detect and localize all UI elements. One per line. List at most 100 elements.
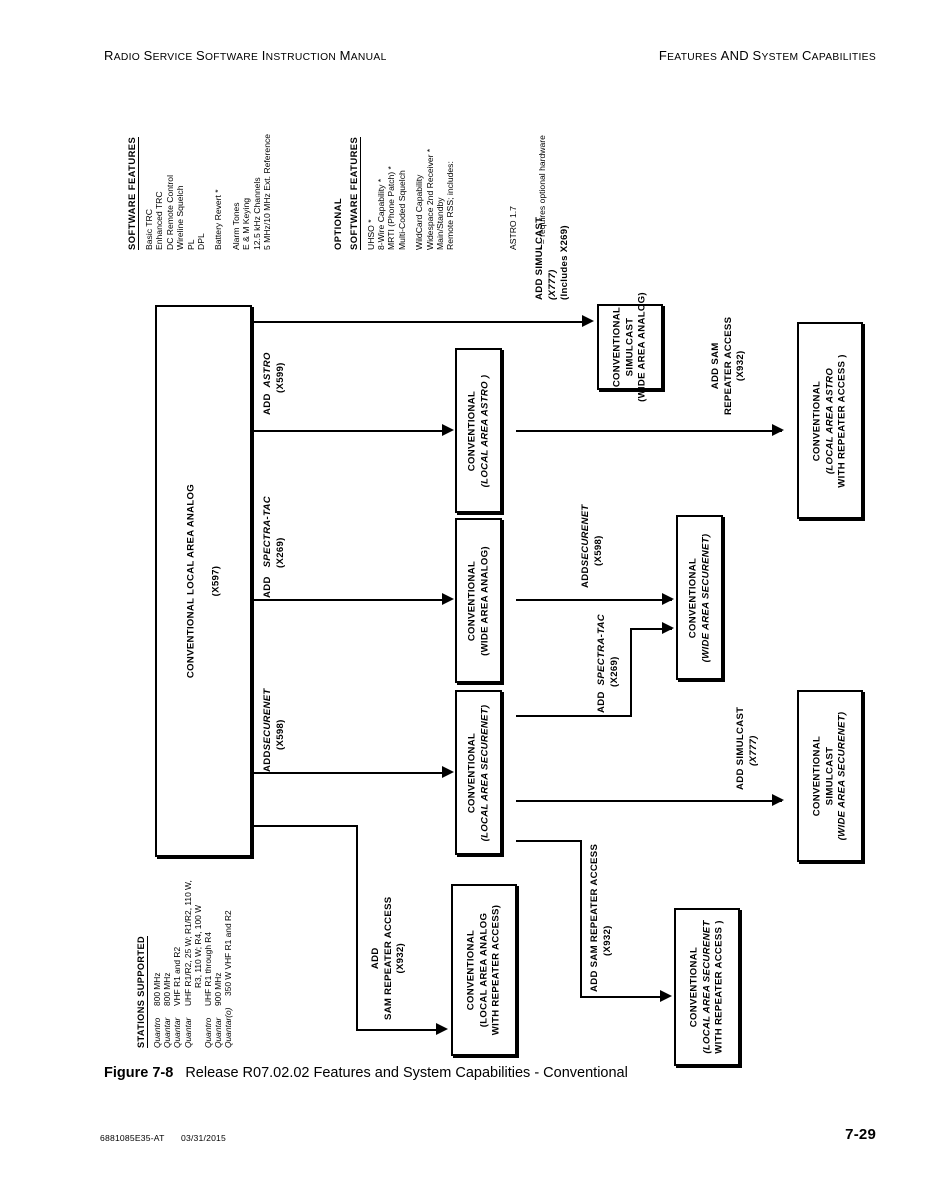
node-conventional-local-area-securenet-with-repeater-access[interactable]: CONVENTIONAL (LOCAL AREA SECURENET WITH … xyxy=(674,908,740,1066)
stations-supported-list: STATIONS SUPPORTED Quantro800 MHz Quanta… xyxy=(131,880,234,1048)
software-feature-item: Wireline Squelch xyxy=(175,185,186,250)
edge-line xyxy=(356,825,358,1031)
edge-line xyxy=(252,825,358,827)
stations-supported-title: STATIONS SUPPORTED xyxy=(136,935,148,1048)
footer-left: 6881085E35-AT 03/31/2015 xyxy=(100,1133,226,1143)
software-feature-item: 12.5 kHz Channels xyxy=(251,177,262,250)
station-desc: UHF R1 through R4 xyxy=(203,931,214,1006)
optional-feature-item: 8-Wire Capability * xyxy=(376,178,386,250)
node-label: CONVENTIONAL (LOCAL AREA SECURENET) xyxy=(466,704,490,841)
software-features-list: SOFTWARE FEATURES Basic TRC Enhanced TRC… xyxy=(122,134,272,250)
running-head-right: FEATURES AND SYSTEM CAPABILITIES Feature… xyxy=(658,48,876,63)
station-desc: 800 MHz xyxy=(152,972,162,1006)
station-desc: 900 MHz xyxy=(213,972,224,1006)
station-model: Quantar xyxy=(172,1017,183,1048)
edge-line xyxy=(516,800,782,802)
edge-label-add-simulcast-securenet: ADD SIMULCAST (X777) xyxy=(735,706,759,790)
software-feature-item: DC Remote Control xyxy=(164,175,175,250)
optional-feature-subitem: ASTRO 1.7 xyxy=(508,206,518,250)
edge-line xyxy=(516,599,672,601)
station-model: Quantar xyxy=(213,1017,224,1048)
node-conventional-simulcast-wide-area-analog[interactable]: CONVENTIONAL SIMULCAST (WIDE AREA ANALOG… xyxy=(597,292,663,402)
figure-caption-text: Release R07.02.02 Features and System Ca… xyxy=(185,1065,628,1081)
edge-line xyxy=(252,772,442,774)
software-feature-item: Alarm Tones xyxy=(230,202,241,250)
station-desc: 350 W VHF R1 and R2 xyxy=(223,910,234,996)
station-model: Quantar xyxy=(162,1017,173,1048)
optional-feature-item: Multi-Coded Squelch xyxy=(396,170,407,250)
optional-features-title-line1: OPTIONAL xyxy=(332,197,343,250)
edge-arrow xyxy=(442,424,454,436)
optional-feature-item: UHSO * xyxy=(365,219,376,250)
edge-line xyxy=(580,996,668,998)
node-conventional-local-area-astro-with-repeater-access[interactable]: CONVENTIONAL (LOCAL AREA ASTRO WITH REPE… xyxy=(797,322,863,519)
node-label: CONVENTIONAL (WIDE AREA ANALOG) xyxy=(466,545,490,656)
document-number: 6881085E35-AT xyxy=(100,1133,165,1143)
node-label: CONVENTIONAL (LOCAL AREA ASTRO ) xyxy=(466,374,490,487)
node-conventional-simulcast-wide-area-securenet[interactable]: CONVENTIONAL SIMULCAST (WIDE AREA SECURE… xyxy=(797,690,863,862)
edge-label-add-securenet-left: ADDSECURENET (X598) ADD SECURENET xyxy=(262,688,286,772)
software-feature-item: Battery Revert * xyxy=(213,189,224,250)
edge-arrow xyxy=(662,622,674,634)
edge-line xyxy=(252,599,442,601)
station-item: R3, 110 W; R4, 100 W xyxy=(193,880,203,1048)
edge-line xyxy=(516,715,632,717)
edge-arrow xyxy=(772,794,784,806)
node-conventional-wide-area-securenet[interactable]: CONVENTIONAL (WIDE AREA SECURENET) xyxy=(676,515,723,680)
node-label: CONVENTIONAL (LOCAL AREA ASTRO WITH REPE… xyxy=(811,353,848,488)
node-conventional-local-area-analog[interactable]: CONVENTIONAL LOCAL AREA ANALOG (X597) xyxy=(155,305,252,857)
node-label: CONVENTIONAL SIMULCAST (WIDE AREA SECURE… xyxy=(811,711,848,841)
edge-arrow xyxy=(442,593,454,605)
optional-software-features-list: OPTIONAL SOFTWARE FEATURES UHSO * 8-Wire… xyxy=(332,136,456,250)
optional-feature-item: Remote RSS; includes: xyxy=(445,161,456,250)
software-feature-item: 5 MHz/10 MHz Ext. Reference xyxy=(262,133,273,250)
optional-feature-item: WildCard Capability xyxy=(414,174,425,250)
node-label: CONVENTIONAL SIMULCAST (WIDE AREA ANALOG… xyxy=(611,292,648,402)
software-features-title: SOFTWARE FEATURES xyxy=(126,136,139,250)
edge-line xyxy=(630,628,672,630)
edge-label-add-sam-repeater-analog: ADD SAM REPEATER ACCESS (X932) xyxy=(370,896,407,1020)
edge-arrow xyxy=(660,990,672,1002)
edge-line xyxy=(252,430,442,432)
station-desc: R3, 110 W; R4, 100 W xyxy=(192,904,203,988)
software-feature-item: E & M Keying xyxy=(241,197,252,250)
optional-feature-item: Widespace 2nd Receiver * xyxy=(424,148,435,250)
edge-line xyxy=(252,321,582,323)
station-desc: UHF R1/R2, 25 W; R1/R2, 110 W, xyxy=(182,880,193,1006)
station-desc: 800 MHz xyxy=(162,972,173,1006)
station-item: QuantarVHF R1 and R2 xyxy=(172,880,182,1048)
software-feature-item: Enhanced TRC xyxy=(154,191,165,250)
edge-arrow xyxy=(772,424,784,436)
node-conventional-local-area-analog-with-repeater-access[interactable]: CONVENTIONAL (LOCAL AREA ANALOG WITH REP… xyxy=(451,884,517,1056)
edge-label-add-spectra-tac-top: ADD SPECTRA-TAC (X269) ADD SPECTRA-TAC xyxy=(262,496,286,598)
figure-label: Figure 7-8 xyxy=(104,1065,174,1081)
optional-features-title-line2: SOFTWARE FEATURES xyxy=(347,136,361,250)
node-label: CONVENTIONAL (LOCAL AREA SECURENET WITH … xyxy=(688,920,725,1054)
edge-label-add-securenet-mid: ADDSECURENET (X598) ADD SECURENET xyxy=(580,504,604,588)
node-label: CONVENTIONAL LOCAL AREA ANALOG (X597) xyxy=(184,483,221,679)
software-feature-item: Basic TRC xyxy=(144,209,154,250)
edge-line xyxy=(516,840,582,842)
edge-arrow xyxy=(436,1023,448,1035)
running-head-left: RADIO SERVICE SOFTWARE INSTRUCTION MANUA… xyxy=(104,48,387,63)
edge-line xyxy=(630,629,632,717)
edge-label-add-spectra-tac-mid: ADD SPECTRA-TAC (X269) ADD SPECTRA-TAC xyxy=(596,614,620,713)
edge-arrow xyxy=(442,766,454,778)
edge-line xyxy=(356,1029,444,1031)
edge-label-add-sam-repeater-astro: ADD SAM REPEATER ACCESS (X932) xyxy=(710,316,747,415)
node-conventional-local-area-astro[interactable]: CONVENTIONAL (LOCAL AREA ASTRO ) xyxy=(455,348,502,513)
station-item: QuantroUHF R1 through R4 xyxy=(203,880,213,1048)
station-item: Quantar UHF R1/R2, 25 W; R1/R2, 110 W, xyxy=(183,880,193,1048)
edge-arrow xyxy=(662,593,674,605)
station-model: Quantar(o) xyxy=(223,1007,234,1049)
page-number: 7-29 xyxy=(845,1126,876,1143)
document-date: 03/31/2015 xyxy=(181,1133,227,1143)
edge-line xyxy=(580,840,582,998)
station-item: Quantar(o) 350 W VHF R1 and R2 xyxy=(223,880,233,1048)
station-item: Quantar 800 MHz xyxy=(162,880,172,1048)
node-conventional-wide-area-analog[interactable]: CONVENTIONAL (WIDE AREA ANALOG) xyxy=(455,518,502,683)
software-feature-item: DPL xyxy=(196,233,207,250)
node-conventional-local-area-securenet[interactable]: CONVENTIONAL (LOCAL AREA SECURENET) xyxy=(455,690,502,855)
software-feature-item: PL xyxy=(185,239,196,250)
station-model: Quantar xyxy=(182,1017,193,1048)
